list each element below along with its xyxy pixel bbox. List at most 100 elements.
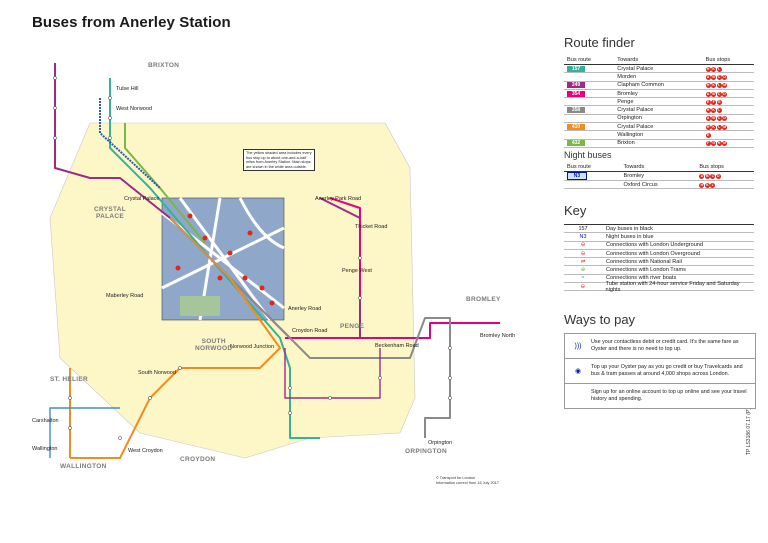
route-cell: 432 [564,139,615,148]
col-bus-route: Bus route [564,56,615,65]
stop-letter-icon: H [705,66,711,72]
copyright-note: © Transport for London Information corre… [436,476,499,485]
key-symbol-icon: N3 [579,233,587,240]
stop-letter-icon: H [705,124,711,130]
key-row: ⊕Connections with London Trams [564,266,754,275]
local-streets [161,197,285,321]
route-badge[interactable]: 410 [567,123,585,130]
towards-cell: Crystal Palace [614,64,703,74]
bus-map: BRIXTON CRYSTAL PALACE SOUTH NORWOOD PEN… [30,38,540,498]
towards-cell: Orpington [614,114,703,124]
route-badge[interactable]: 249 [567,82,585,89]
stop-letter-icon: A [705,74,711,80]
route-badge[interactable]: 358 [567,107,585,114]
key-description: Connections with river boats [606,275,677,282]
label-croydon-road: Croydon Road [292,328,328,334]
night-buses-heading: Night buses [564,150,612,160]
key-description: Night buses in blue [606,233,654,240]
stop-letter-icon: F [705,141,711,147]
stop-letter-icon: K [711,83,717,89]
stop-letter-icon: K [711,124,717,130]
towards-cell: Bromley [620,171,697,181]
route-358-line [229,277,451,438]
route-cell: 410 [564,122,615,132]
key-description: Connections with London Trams [606,267,686,274]
route-432-line [124,123,206,244]
stop-letter-icon: E [705,133,711,139]
park-area [180,296,220,316]
towards-cell: Brixton [614,139,703,148]
zone-note-box: The yellow shaded area includes every bu… [243,149,315,171]
stop-letter-icon: D [722,91,728,97]
area-penge: PENGE [340,323,365,330]
document-code: TP LS3186 07.17 (P) [746,408,752,455]
stop-letter-icon: B [711,91,717,97]
ways-to-pay-list: ))) Use your contactless debit or credit… [564,333,756,409]
oyster-icon: ◉ [574,368,582,375]
pay-text: Top up your Oyster pay as you go credit … [591,364,743,377]
stop-letter-icon: H [699,182,705,188]
label-crystal-palace: Crystal Palace [124,196,160,202]
col-bus-stops: Bus stops [696,163,754,172]
stop-letter-icon: G [716,99,722,105]
stop-letter-icon: D [722,74,728,80]
route-finder-heading: Route finder [564,35,635,50]
stop-letter-icon: K [704,182,710,188]
area-south-norwood: SOUTH NORWOOD [195,338,233,352]
towards-cell: Morden [614,72,703,82]
stop-letter-icon: B [711,116,717,122]
pay-text: Use your contactless debit or credit car… [591,339,739,352]
route-cell: 249 [564,81,615,90]
label-tulse-hill: Tulse Hill [116,86,139,92]
route-badge[interactable]: N3 [567,172,587,180]
stop-letter-icon: D [715,174,721,179]
key-heading: Key [564,203,587,218]
stop-letter-icon: C [716,116,722,122]
key-symbol-icon: ⊖ [580,242,586,249]
key-symbol-icon: ⊖ [580,283,585,290]
towards-cell: Crystal Palace [614,105,703,115]
label-thicket-road: Thicket Road [355,224,388,230]
pay-row: ◉ Top up your Oyster pay as you go credit… [565,359,755,384]
label-anerley-road: Anerley Road [288,306,322,312]
label-beckenham-road: Beckenham Road [375,343,419,349]
route-cell: 358 [564,105,615,115]
route-cell [564,114,615,124]
col-bus-route: Bus route [564,163,621,172]
key-row: ⊖Tube station with 24-hour service Frida… [564,281,754,293]
route-cell: 157 [564,64,615,74]
key-symbol-icon: ≈ [581,275,585,282]
stop-letter-icon: C [716,74,722,80]
route-badge[interactable]: 157 [567,65,585,72]
label-norwood-junction: Norwood Junction [230,344,275,350]
key-row: ⊖Connections with London Underground [564,242,754,250]
route-cell: 354 [564,89,615,99]
route-badge[interactable]: 354 [567,90,585,97]
stop-letter-icon: B [704,174,710,179]
area-croydon: CROYDON [180,456,216,463]
key-symbol-icon: ⇌ [580,258,586,265]
stop-letter-icon: L [716,124,722,130]
route-cell [564,97,615,107]
stop-letter-icon: K [711,108,717,114]
route-badge[interactable]: 432 [567,140,585,147]
towards-cell: Oxford Circus [620,180,697,190]
stop-markers [53,76,452,440]
stop-letter-icon: E [705,99,711,105]
pay-row: Sign up for an online account to top up … [565,384,755,408]
stop-letter-pins [175,213,275,306]
label-west-norwood: West Norwood [116,106,152,112]
key-description: Connections with London Overground [606,250,700,257]
night-buses-panel: Night buses Bus route Towards Bus stops … [564,150,754,190]
